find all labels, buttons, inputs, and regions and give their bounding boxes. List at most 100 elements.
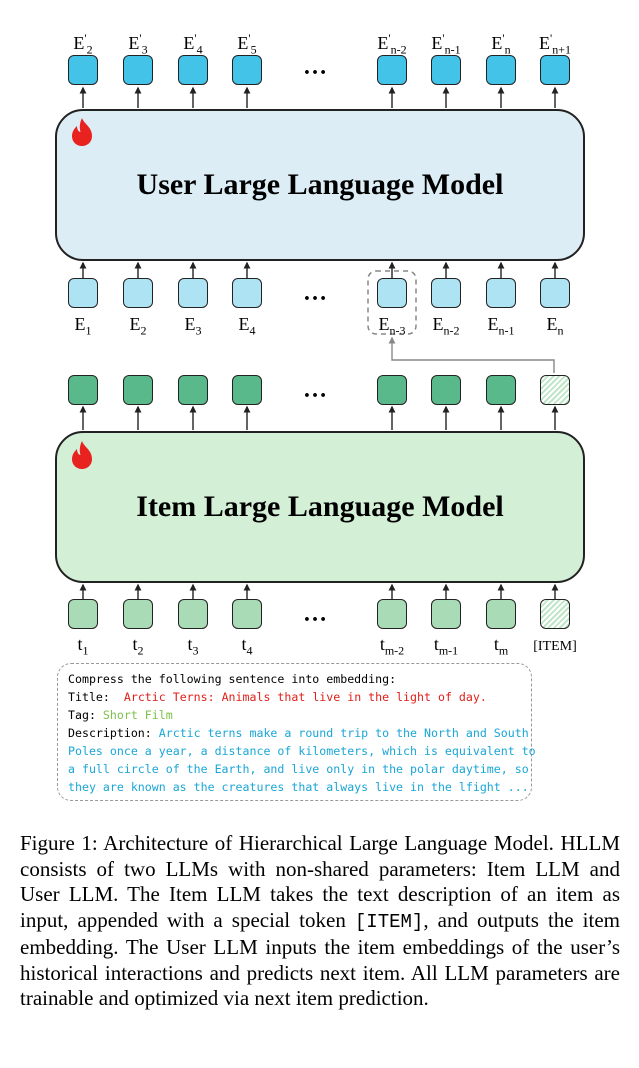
prompt-title-value: Arctic Terns: Animals that live in the l… xyxy=(123,690,487,704)
user-input-embedding-token xyxy=(540,278,570,308)
flame-icon xyxy=(72,118,92,146)
output-embedding-label-base: E xyxy=(128,33,140,53)
output-embedding-token xyxy=(377,55,407,85)
output-embedding-label-base: E xyxy=(237,33,249,53)
user-input-embedding-label: En-2 xyxy=(416,314,476,341)
output-embedding-token xyxy=(540,55,570,85)
user-llm-title: User Large Language Model xyxy=(136,168,504,201)
item-text-prompt: Compress the following sentence into emb… xyxy=(57,663,536,801)
output-embedding-label-base: E xyxy=(431,33,443,53)
item-embedding-token xyxy=(123,375,153,405)
item-text-token xyxy=(123,599,153,629)
user-input-embedding-label-base: E xyxy=(378,314,390,334)
prompt-description-text: a full circle of the Earth, and live onl… xyxy=(68,762,529,776)
output-embedding-label-prime: ' xyxy=(194,31,197,45)
prompt-tag-key: Tag: xyxy=(68,708,96,722)
item-text-token-label: tm xyxy=(471,634,531,661)
user-input-embedding-label-subscript: n-2 xyxy=(443,323,460,338)
output-embedding-label: E'n-1 xyxy=(416,28,476,60)
user-input-embedding-label-subscript: n xyxy=(557,323,564,338)
item-text-token-label-subscript: 1 xyxy=(82,643,89,658)
item-text-token-label-subscript: 3 xyxy=(192,643,199,658)
highlight-dashed-box xyxy=(367,270,417,335)
item-embedding-token xyxy=(68,375,98,405)
user-input-embedding-label-base: E xyxy=(432,314,444,334)
output-embedding-label-subscript: 3 xyxy=(141,42,148,57)
prompt-description-line-1: Description: Arctic terns make a round t… xyxy=(68,724,529,742)
flame-icon xyxy=(72,441,92,469)
output-embedding-label-prime: ' xyxy=(550,31,553,45)
user-input-embedding-label-subscript: n-1 xyxy=(498,323,515,338)
user-input-embedding-label-base: E xyxy=(487,314,499,334)
caption-item-token: [ITEM] xyxy=(354,910,424,933)
ellipsis-top: … xyxy=(303,54,328,80)
user-input-embedding-label: En-1 xyxy=(471,314,531,341)
user-input-embedding-label-base: E xyxy=(129,314,141,334)
output-embedding-label-subscript: n+1 xyxy=(552,42,571,57)
output-embedding-token xyxy=(431,55,461,85)
output-embedding-label-prime: ' xyxy=(502,31,505,45)
item-text-token-label-base: t xyxy=(379,634,385,654)
user-input-embedding-token xyxy=(377,278,407,308)
user-input-embedding-label: E1 xyxy=(53,314,113,341)
arrows-group xyxy=(79,86,559,599)
user-input-embedding-token xyxy=(431,278,461,308)
user-input-embedding-token xyxy=(68,278,98,308)
output-embedding-label-prime: ' xyxy=(139,31,142,45)
item-text-token-label-subscript: 4 xyxy=(246,643,253,658)
prompt-tag-line: Tag: Short Film xyxy=(68,706,523,724)
item-embedding-token xyxy=(178,375,208,405)
caption-text: Figure 1: Architecture of Hierarchical L… xyxy=(20,831,620,932)
output-embedding-label: E'n xyxy=(471,28,531,60)
item-llm-title: Item Large Language Model xyxy=(136,490,504,523)
output-embedding-label: E'2 xyxy=(53,28,113,60)
item-embedding-token xyxy=(377,375,407,405)
ellipsis-item-embedding: … xyxy=(303,377,328,403)
ellipsis-user-input: … xyxy=(303,280,328,306)
output-embedding-label-base: E xyxy=(73,33,85,53)
output-embedding-label-base: E xyxy=(183,33,195,53)
user-input-embedding-label-subscript: 4 xyxy=(249,323,256,338)
item-text-token-label: t3 xyxy=(163,634,223,661)
output-embedding-label: E'n-2 xyxy=(362,28,422,60)
item-text-token xyxy=(232,599,262,629)
prompt-instruction: Compress the following sentence into emb… xyxy=(68,672,397,686)
output-embedding-label-prime: ' xyxy=(248,31,251,45)
item-text-token xyxy=(377,599,407,629)
user-input-embedding-label: E3 xyxy=(163,314,223,341)
item-text-token-label: t4 xyxy=(217,634,277,661)
item-text-token-label-base: t xyxy=(77,634,83,654)
output-embedding-label: E'5 xyxy=(217,28,277,60)
output-embedding-label-prime: ' xyxy=(388,31,391,45)
item-text-token-label-base: t xyxy=(241,634,247,654)
item-text-token-label: t1 xyxy=(53,634,113,661)
ellipsis-item-input: … xyxy=(303,601,328,627)
user-input-embedding-label-subscript: 3 xyxy=(195,323,202,338)
user-input-embedding-label-base: E xyxy=(74,314,86,334)
output-embedding-label-subscript: n-2 xyxy=(390,42,407,57)
output-embedding-label-prime: ' xyxy=(442,31,445,45)
prompt-description-key: Description: xyxy=(68,726,152,740)
output-embedding-label-prime: ' xyxy=(84,31,87,45)
prompt-description-text: Poles once a year, a distance of kilomet… xyxy=(68,744,536,758)
item-text-token-label-base: t xyxy=(132,634,138,654)
output-embedding-label-subscript: 2 xyxy=(86,42,93,57)
user-input-embedding-label-base: E xyxy=(184,314,196,334)
item-embedding-token xyxy=(486,375,516,405)
output-embedding-label-subscript: 5 xyxy=(250,42,257,57)
user-input-embedding-label: En xyxy=(525,314,585,341)
output-embedding-label-base: E xyxy=(377,33,389,53)
item-text-token-label: tm-1 xyxy=(416,634,476,661)
user-input-embedding-token xyxy=(232,278,262,308)
prompt-tag-value: Short Film xyxy=(102,708,173,722)
item-text-token-label-subscript: m xyxy=(498,643,509,658)
item-text-token-label-subscript: 2 xyxy=(137,643,144,658)
user-input-embedding-label-subscript: n-3 xyxy=(389,323,406,338)
item-text-token-label-base: [ITEM] xyxy=(533,639,577,654)
item-text-token-label-base: t xyxy=(433,634,439,654)
output-embedding-label-subscript: n xyxy=(504,42,511,57)
user-input-embedding-token xyxy=(486,278,516,308)
user-input-embedding-label-base: E xyxy=(238,314,250,334)
output-embedding-label-subscript: n-1 xyxy=(444,42,461,57)
